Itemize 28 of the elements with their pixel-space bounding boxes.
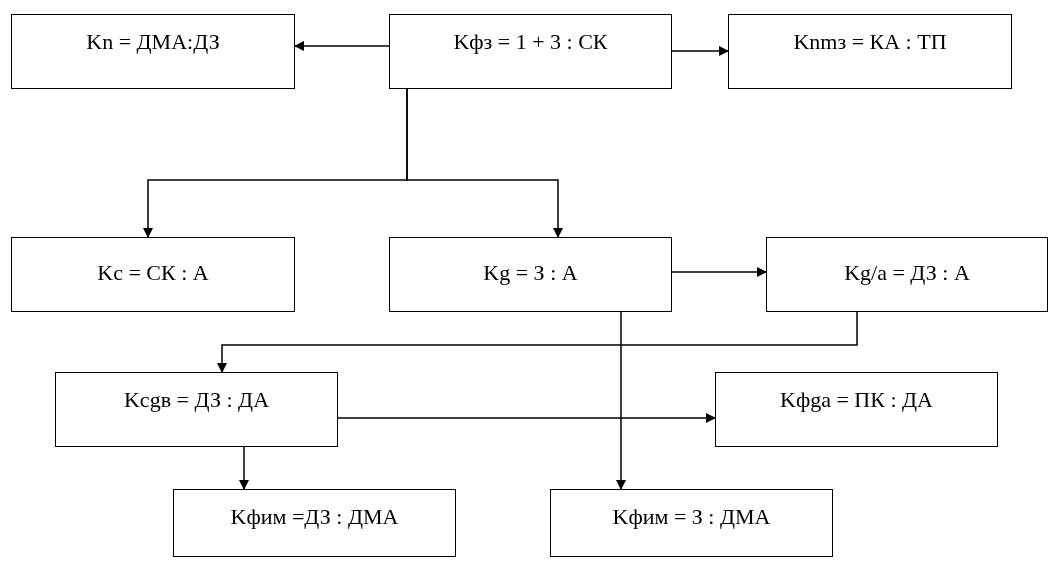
formula-text: Kфз = 1 + 3 : СК — [453, 29, 608, 55]
formula-box — [728, 14, 1012, 89]
formula-text: Kg = З : А — [483, 260, 578, 286]
formula-text: Knmз = КА : ТП — [793, 29, 947, 55]
formula-box — [715, 372, 998, 447]
formula-box — [766, 237, 1048, 312]
arrow — [671, 267, 767, 277]
formula-text: Kфим = З : ДМА — [612, 504, 771, 530]
arrow — [671, 46, 729, 56]
formula-box — [389, 237, 672, 312]
arrow — [239, 446, 249, 490]
arrow — [616, 311, 626, 490]
formula-box — [173, 489, 456, 557]
formula-text: Kc = СК : А — [97, 260, 209, 286]
formula-text: Kcgв = ДЗ : ДА — [124, 387, 269, 413]
formula-text: Kg/a = ДЗ : А — [844, 260, 970, 286]
formula-text: Kфgа = ПК : ДА — [780, 387, 933, 413]
formula-text: Kn = ДМА:ДЗ — [86, 29, 220, 55]
arrow — [217, 311, 858, 373]
formula-box — [11, 237, 295, 312]
formula-box — [389, 14, 672, 89]
arrow — [406, 88, 563, 238]
formula-text: Kфим =ДЗ : ДМА — [230, 504, 399, 530]
formula-box — [11, 14, 295, 89]
formula-box — [550, 489, 833, 557]
arrow — [294, 41, 390, 51]
formula-box — [55, 372, 338, 447]
arrow — [337, 413, 716, 423]
